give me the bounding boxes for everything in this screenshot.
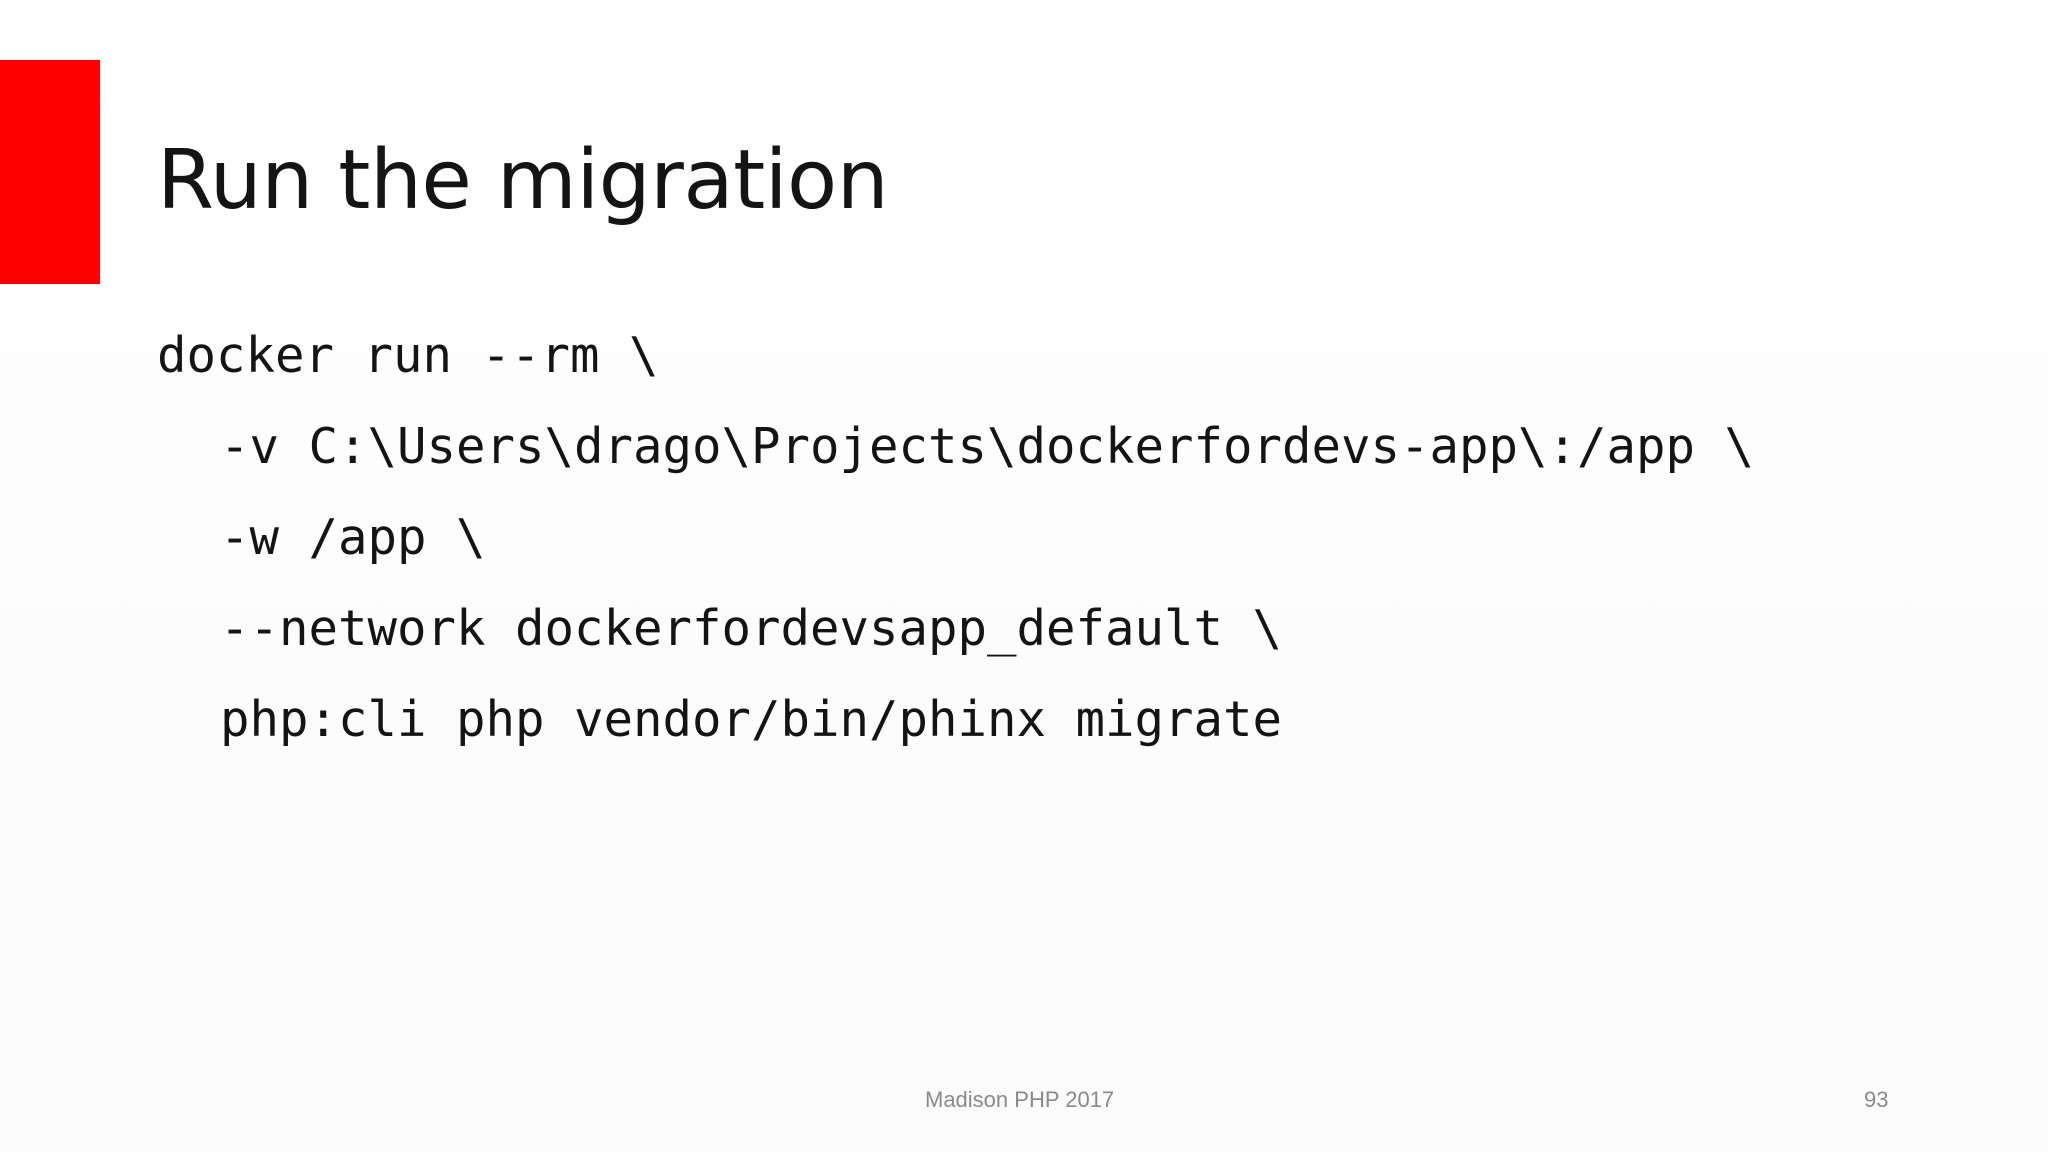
accent-bar: [0, 60, 100, 284]
code-line: php:cli php vendor/bin/phinx migrate: [220, 691, 1283, 748]
code-line: -w /app \: [220, 509, 486, 566]
page-number: 93: [1864, 1087, 1889, 1112]
code-line: --network dockerfordevsapp_default \: [220, 600, 1283, 657]
code-line: docker run --rm \: [157, 327, 659, 384]
code-line: -v C:\Users\drago\Projects\dockerfordevs…: [220, 418, 1755, 475]
slide-footer: Madison PHP 2017: [925, 1087, 1115, 1112]
code-block: docker run --rm \ -v C:\Users\drago\Proj…: [157, 310, 1754, 765]
slide-title: Run the migration: [157, 133, 889, 228]
